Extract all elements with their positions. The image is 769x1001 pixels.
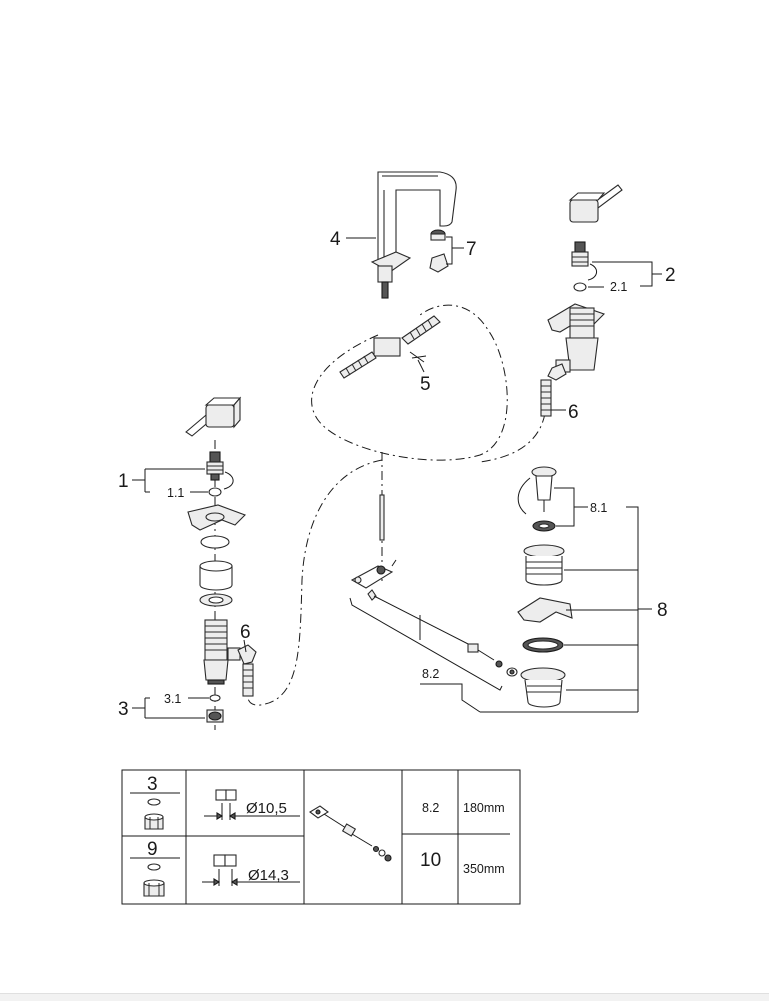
t-connector xyxy=(339,315,441,379)
label-part-8: 8 xyxy=(657,600,668,621)
linkage-bracket xyxy=(349,597,503,691)
table-row1-nut xyxy=(144,813,164,830)
page-footer-bar xyxy=(0,993,769,1001)
left-washer xyxy=(200,535,230,549)
waste-assembly xyxy=(349,466,573,708)
left-cartridge xyxy=(206,451,234,490)
right-connection-hose xyxy=(540,363,567,417)
label-part-5: 5 xyxy=(420,374,431,395)
left-valve-body xyxy=(203,619,241,685)
table-row2-diameter-symbol xyxy=(202,854,300,886)
right-lever-handle xyxy=(568,184,623,223)
label-part-4: 4 xyxy=(330,229,341,250)
aerator xyxy=(429,229,449,273)
table-row1-number: 3 xyxy=(147,774,158,795)
left-oring-1-1 xyxy=(208,487,222,497)
callout-lines xyxy=(132,236,662,719)
left-mounting-nut xyxy=(199,560,233,591)
label-part-7: 7 xyxy=(466,239,477,260)
label-part-6-left: 6 xyxy=(240,622,251,643)
table-row1-seal xyxy=(147,798,161,806)
left-connection-hose xyxy=(237,644,257,697)
part-number-labels: 1 1.1 3 3.1 4 7 5 2 2.1 6 6 8.1 8 8.2 xyxy=(118,229,676,720)
pop-up-plug xyxy=(517,466,557,515)
label-part-8-1: 8.1 xyxy=(590,501,607,515)
table-row1-diameter: Ø10,5 xyxy=(246,800,287,817)
label-part-1: 1 xyxy=(118,471,129,492)
label-part-2-1: 2.1 xyxy=(610,280,627,294)
table-rod-illustration xyxy=(309,805,392,862)
waste-flange xyxy=(523,544,565,586)
plug-seal xyxy=(532,520,556,532)
right-cartridge xyxy=(571,241,597,281)
right-valve-assembly xyxy=(540,184,623,417)
spout xyxy=(370,171,457,299)
left-seal-3-1 xyxy=(209,694,221,702)
waste-body xyxy=(520,667,566,708)
table-rod-label-top: 8.2 xyxy=(422,801,439,815)
label-part-8-2: 8.2 xyxy=(422,667,439,681)
label-part-1-1: 1.1 xyxy=(167,486,184,500)
spout-assembly xyxy=(339,171,457,379)
clip xyxy=(409,351,427,363)
table-rod-length-top: 180mm xyxy=(463,801,505,815)
spare-parts-table: 3 Ø10,5 9 xyxy=(121,769,521,905)
left-valve-assembly xyxy=(185,396,257,723)
left-lever-handle xyxy=(185,396,242,437)
table-row1-diameter-symbol xyxy=(204,789,300,820)
right-oring-2-1 xyxy=(573,282,587,292)
table-row2-diameter: Ø14,3 xyxy=(248,867,289,884)
table-rod-length-bottom: 350mm xyxy=(463,862,505,876)
waste-basin-section xyxy=(517,597,573,623)
table-rod-label-bottom: 10 xyxy=(420,850,441,871)
label-part-3: 3 xyxy=(118,699,129,720)
table-row2-nut xyxy=(143,879,165,897)
label-part-3-1: 3.1 xyxy=(164,692,181,706)
label-part-2: 2 xyxy=(665,265,676,286)
label-part-6-right: 6 xyxy=(568,402,579,423)
table-row2-seal xyxy=(147,863,161,871)
table-row2-number: 9 xyxy=(147,839,158,860)
left-compression-nut xyxy=(206,709,224,723)
pull-rod xyxy=(350,494,518,677)
